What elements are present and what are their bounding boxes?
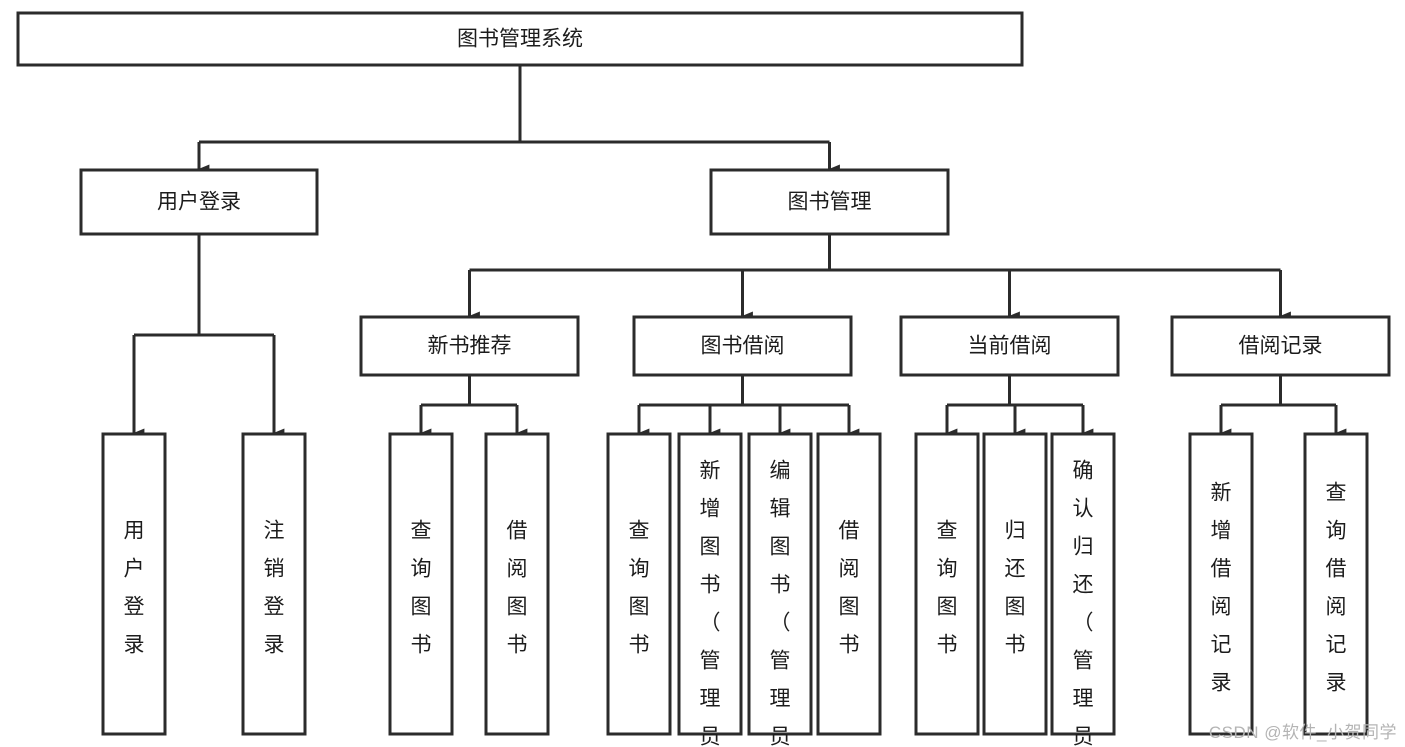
- connector-links: [132, 65, 1347, 438]
- node-leaf-confirm-return-label: 确认归还（管理员）: [1073, 460, 1094, 747]
- node-leaf-query-book-2-label: 查询图书: [629, 520, 650, 657]
- node-borrow-record-rect[interactable]: [1170, 315, 1391, 377]
- node-leaf-return-book-rect[interactable]: [982, 432, 1048, 736]
- node-user-login-label: 用户登录: [157, 191, 241, 214]
- node-leaf-query-book-2[interactable]: 查询图书: [606, 432, 672, 736]
- node-leaf-add-book-rect[interactable]: [677, 432, 743, 736]
- node-leaf-user-login-rect[interactable]: [101, 432, 167, 736]
- node-leaf-add-record[interactable]: 新增借阅记录: [1188, 432, 1254, 736]
- node-leaf-query-record[interactable]: 查询借阅记录: [1303, 432, 1369, 736]
- node-new-book-rec-rect[interactable]: [359, 315, 580, 377]
- node-borrow-record-label: 借阅记录: [1239, 335, 1323, 358]
- node-leaf-query-book-1-rect[interactable]: [388, 432, 454, 736]
- node-leaf-borrow-book-1-rect[interactable]: [484, 432, 550, 736]
- node-leaf-query-book-3-label: 查询图书: [937, 520, 958, 657]
- node-book-borrow[interactable]: 图书借阅: [632, 315, 853, 377]
- node-borrow-record[interactable]: 借阅记录: [1170, 315, 1391, 377]
- node-leaf-logout-rect[interactable]: [241, 432, 307, 736]
- node-root[interactable]: 图书管理系统: [16, 11, 1024, 67]
- node-leaf-add-record-label: 新增借阅记录: [1211, 482, 1232, 695]
- node-leaf-query-book-3-rect[interactable]: [914, 432, 980, 736]
- csdn-watermark: CSDN @软件_小贺同学: [1208, 723, 1397, 742]
- node-user-login-rect[interactable]: [79, 168, 319, 236]
- node-new-book-rec[interactable]: 新书推荐: [359, 315, 580, 377]
- node-book-borrow-rect[interactable]: [632, 315, 853, 377]
- node-leaf-confirm-return-rect[interactable]: [1050, 432, 1116, 736]
- node-leaf-confirm-return[interactable]: 确认归还（管理员）: [1050, 432, 1116, 747]
- node-leaf-query-book-1-label: 查询图书: [411, 520, 432, 657]
- node-book-manage-rect[interactable]: [709, 168, 950, 236]
- node-leaf-query-book-1[interactable]: 查询图书: [388, 432, 454, 736]
- node-book-borrow-label: 图书借阅: [701, 335, 785, 358]
- node-leaf-return-book-label: 归还图书: [1005, 520, 1026, 657]
- node-leaf-return-book[interactable]: 归还图书: [982, 432, 1048, 736]
- node-leaf-add-book-label: 新增图书（管理员）: [700, 460, 721, 747]
- node-book-manage[interactable]: 图书管理: [709, 168, 950, 236]
- node-leaf-query-record-rect[interactable]: [1303, 432, 1369, 736]
- node-leaf-logout[interactable]: 注销登录: [241, 432, 307, 736]
- node-current-borrow-rect[interactable]: [899, 315, 1120, 377]
- node-leaf-edit-book-rect[interactable]: [747, 432, 813, 736]
- node-user-login[interactable]: 用户登录: [79, 168, 319, 236]
- node-leaf-query-record-label: 查询借阅记录: [1326, 482, 1347, 695]
- node-leaf-borrow-book-1-label: 借阅图书: [507, 520, 528, 657]
- node-leaf-user-login[interactable]: 用户登录: [101, 432, 167, 736]
- node-leaf-logout-label: 注销登录: [264, 520, 285, 657]
- node-leaf-add-record-rect[interactable]: [1188, 432, 1254, 736]
- node-leaf-borrow-book-2-rect[interactable]: [816, 432, 882, 736]
- node-current-borrow[interactable]: 当前借阅: [899, 315, 1120, 377]
- node-leaf-user-login-label: 用户登录: [124, 520, 145, 657]
- node-leaf-borrow-book-2[interactable]: 借阅图书: [816, 432, 882, 736]
- node-boxes: 图书管理系统用户登录图书管理新书推荐图书借阅当前借阅借阅记录用户登录注销登录查询…: [16, 11, 1391, 747]
- node-leaf-borrow-book-1[interactable]: 借阅图书: [484, 432, 550, 736]
- node-new-book-rec-label: 新书推荐: [428, 335, 512, 358]
- node-root-label: 图书管理系统: [457, 28, 583, 51]
- node-leaf-add-book[interactable]: 新增图书（管理员）: [677, 432, 743, 747]
- node-leaf-edit-book-label: 编辑图书（管理员）: [770, 460, 791, 747]
- node-current-borrow-label: 当前借阅: [968, 335, 1052, 358]
- node-book-manage-label: 图书管理: [788, 191, 872, 214]
- node-root-rect[interactable]: [16, 11, 1024, 67]
- node-leaf-query-book-3[interactable]: 查询图书: [914, 432, 980, 736]
- node-leaf-query-book-2-rect[interactable]: [606, 432, 672, 736]
- node-leaf-borrow-book-2-label: 借阅图书: [839, 520, 860, 657]
- node-leaf-edit-book[interactable]: 编辑图书（管理员）: [747, 432, 813, 747]
